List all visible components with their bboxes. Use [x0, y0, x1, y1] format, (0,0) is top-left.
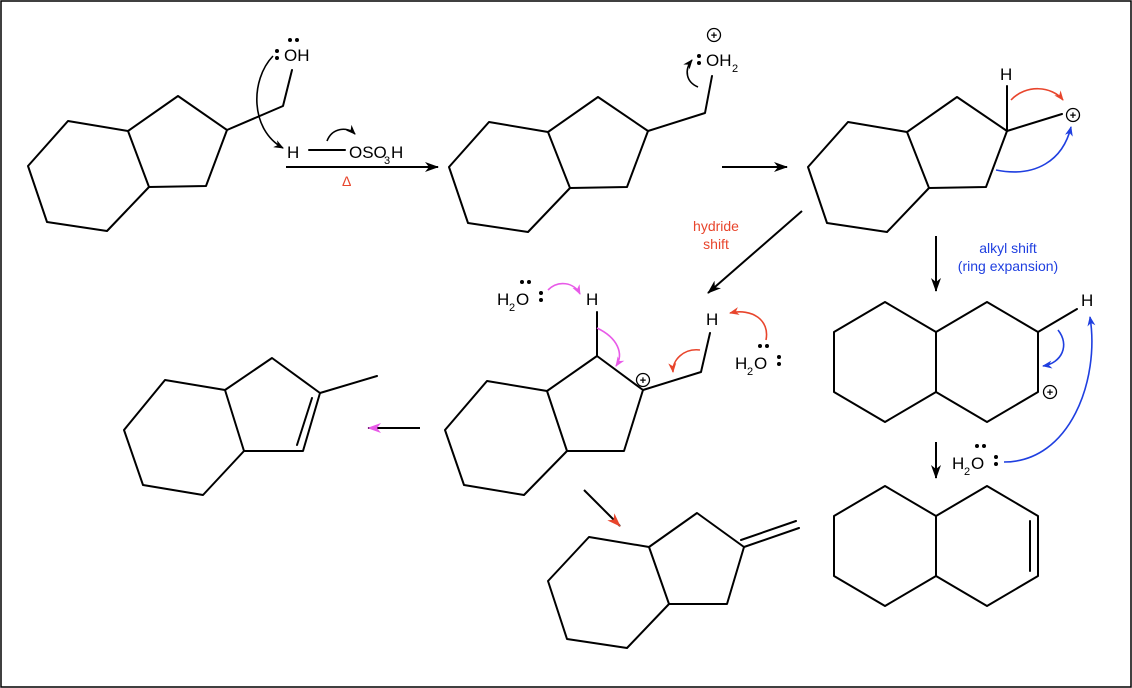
product-endocyclic-alkene — [123, 357, 378, 496]
hydroxyl-label: OH — [284, 46, 310, 65]
svg-text:+: + — [711, 30, 717, 42]
molecule-primary-carbocation: H + — [807, 65, 1081, 233]
svg-text:H: H — [586, 290, 598, 309]
svg-text:H: H — [287, 143, 299, 162]
svg-text:H: H — [1000, 65, 1012, 84]
svg-text:+: + — [640, 375, 646, 387]
svg-text:H: H — [1081, 291, 1093, 310]
svg-text:+: + — [1047, 387, 1053, 399]
svg-text:H: H — [706, 310, 718, 329]
water-right: H 2 O — [735, 344, 781, 378]
reagent-sulfuric-acid: H OSO 3 H — [287, 124, 403, 167]
svg-text:3: 3 — [384, 155, 390, 167]
heat-label: Δ — [342, 173, 351, 189]
svg-text:H: H — [952, 454, 964, 473]
hydride-shift-label-2: shift — [703, 236, 729, 252]
svg-text:O: O — [971, 454, 984, 473]
svg-text:OH: OH — [706, 51, 732, 70]
reaction-arrow-hydride-shift — [707, 210, 803, 294]
svg-text:H: H — [391, 143, 403, 162]
svg-text:O: O — [754, 354, 767, 373]
molecule-tertiary-carbocation: H H + — [444, 290, 718, 496]
molecule-oxonium: OH 2 + — [448, 27, 738, 233]
svg-text:2: 2 — [732, 63, 738, 75]
product-exocyclic-alkene — [547, 512, 800, 649]
svg-text:2: 2 — [964, 466, 970, 478]
svg-text:H: H — [497, 290, 509, 309]
svg-text:OSO: OSO — [349, 143, 387, 162]
water-left: H 2 O — [497, 280, 543, 314]
alkyl-shift-label-1: alkyl shift — [979, 240, 1037, 256]
svg-text:2: 2 — [509, 302, 515, 314]
alkyl-shift-label-2: (ring expansion) — [958, 258, 1058, 274]
molecule-decalin-cation: H + — [833, 291, 1093, 423]
molecule-alcohol: OH — [27, 38, 310, 232]
hydride-shift-label-1: hydride — [693, 218, 739, 234]
reaction-arrow-elimination-exocyclic — [583, 489, 621, 527]
svg-text:O: O — [516, 290, 529, 309]
water-bottom-right: H 2 O — [952, 444, 998, 478]
svg-text:2: 2 — [747, 366, 753, 378]
svg-text:H: H — [735, 354, 747, 373]
svg-text:+: + — [1070, 110, 1076, 122]
product-octalin — [833, 485, 1039, 607]
